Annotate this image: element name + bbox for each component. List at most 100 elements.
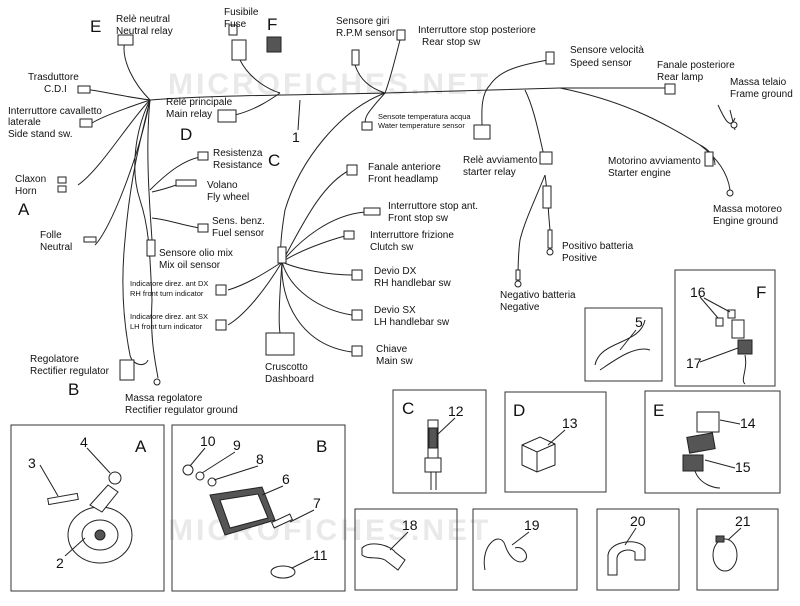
part-number-9: 9 <box>233 437 241 453</box>
letter-d-top: D <box>180 125 192 144</box>
label-interruttore-stop-ant: Interruttore stop ant. <box>388 201 478 212</box>
label-laterale: laterale <box>8 117 41 128</box>
part-number-7: 7 <box>313 495 321 511</box>
neutral-relay-connector-part <box>682 454 704 472</box>
detail-box-21: 21 <box>696 508 779 591</box>
label-rh-front-turn: RH front turn indicator <box>130 289 204 298</box>
label-clutch-sw: Clutch sw <box>370 242 414 253</box>
part-number-14: 14 <box>740 415 756 431</box>
label-ind-dx: Indicatore direz. ant DX <box>130 279 208 288</box>
label-sens-benz: Sens. benz. <box>212 216 265 227</box>
positive-terminal <box>546 248 554 256</box>
letter-a-top: A <box>18 200 30 219</box>
label-interruttore-cavalletto: Interruttore cavalletto <box>8 106 102 117</box>
label-fanale-posteriore: Fanale posteriore <box>657 60 735 71</box>
letter-b-top: B <box>68 380 79 399</box>
fuel-sensor-connector <box>197 223 209 233</box>
label-fly-wheel: Fly wheel <box>207 192 249 203</box>
flywheel-connector <box>175 179 197 187</box>
part-number-8: 8 <box>256 451 264 467</box>
label-rear-lamp: Rear lamp <box>657 72 704 83</box>
fuse-connector <box>231 39 247 61</box>
watermark-top: MICROFICHES.NET <box>168 68 491 101</box>
detail-box-f: F 16 17 <box>674 269 776 387</box>
letter-b-box: B <box>316 437 327 456</box>
part-number-19: 19 <box>524 517 540 533</box>
watermark-bottom: MICROFICHES.NET <box>168 514 491 547</box>
label-folle: Folle <box>40 230 62 241</box>
label-rpm-sensor: R.P.M sensor <box>336 28 396 39</box>
label-sensote-temp: Sensote temperatura acqua <box>378 112 471 121</box>
main-relay-part <box>521 436 556 473</box>
label-negative: Negative <box>500 302 540 313</box>
main-relay-connector <box>217 109 237 123</box>
front-headlamp-connector <box>346 164 358 176</box>
label-resistance: Resistance <box>213 160 263 171</box>
label-motorino-avviamento: Motorino avviamento <box>608 156 701 167</box>
letter-f-top: F <box>267 15 277 34</box>
neutral-relay-holder <box>686 432 716 454</box>
rear-stop-connector <box>396 29 406 41</box>
labels-top: E Relè neutral Neutral relay Fusibile Fu… <box>8 7 793 416</box>
rh-turn-connector <box>215 284 227 296</box>
label-cruscotto: Cruscotto <box>265 362 308 373</box>
label-fusibile: Fusibile <box>224 7 259 18</box>
part-number-18: 18 <box>402 517 418 533</box>
label-sensore-velocita: Sensore velocità <box>570 45 644 56</box>
neutral-relay-part <box>696 411 720 433</box>
label-main-relay: Main relay <box>166 109 212 120</box>
label-chiave: Chiave <box>376 344 408 355</box>
label-rele-principale: Relè principale <box>166 97 233 108</box>
regulator-ground-terminal <box>153 378 161 386</box>
part-number-20: 20 <box>630 513 646 529</box>
label-devio-sx: Devio SX <box>374 305 416 316</box>
label-positive: Positive <box>562 253 597 264</box>
lh-turn-connector <box>215 319 227 331</box>
label-engine-ground: Engine ground <box>713 216 778 227</box>
detail-box-d: D 13 <box>504 391 607 493</box>
label-interruttore-stop-post: Interruttore stop posteriore <box>418 25 536 36</box>
letter-f-box: F <box>756 283 766 302</box>
detail-box-19: 19 <box>472 508 578 591</box>
negative-cable <box>515 269 521 281</box>
label-trasduttore: Trasduttore <box>28 72 79 83</box>
horn-connector-1 <box>57 176 67 184</box>
part-number-17: 17 <box>686 355 702 371</box>
detail-box-e: E 14 15 <box>644 390 781 494</box>
regulator-connector <box>119 359 135 381</box>
label-speed-sensor: Speed sensor <box>570 58 632 69</box>
lh-handlebar-connector <box>351 309 363 321</box>
part-number-3: 3 <box>28 455 36 471</box>
label-front-headlamp: Front headlamp <box>368 174 438 185</box>
label-interruttore-frizione: Interruttore frizione <box>370 230 454 241</box>
label-frame-ground: Frame ground <box>730 89 793 100</box>
label-lh-handlebar: LH handlebar sw <box>374 317 450 328</box>
side-stand-connector <box>79 118 93 128</box>
regulator-bolt <box>271 513 293 529</box>
neutral-relay-connector <box>117 34 134 46</box>
label-starter-relay: starter relay <box>463 167 516 178</box>
negative-terminal <box>514 280 522 288</box>
dashboard-connector <box>265 332 295 356</box>
label-fuse: Fuse <box>224 19 247 30</box>
letter-d-box: D <box>513 401 525 420</box>
part-number-1: 1 <box>292 129 300 145</box>
part-number-21: 21 <box>735 513 751 529</box>
letter-c-top: C <box>268 151 280 170</box>
label-rectifier-regulator: Rectifier regulator <box>30 366 110 377</box>
label-rectifier-ground: Rectifier regulator ground <box>125 405 238 416</box>
horn-bolt <box>47 492 79 506</box>
part-number-6: 6 <box>282 471 290 487</box>
horn-nut <box>108 471 122 485</box>
label-negativo-batteria: Negativo batteria <box>500 290 576 301</box>
label-rh-handlebar: RH handlebar sw <box>374 278 451 289</box>
label-dashboard: Dashboard <box>265 374 314 385</box>
detail-box-20: 20 <box>596 508 680 591</box>
part-number-11: 11 <box>313 547 328 563</box>
oil-sensor-connector <box>146 239 156 257</box>
regulator-clip <box>270 565 296 579</box>
label-neutral-relay: Neutral relay <box>116 26 173 37</box>
label-claxon: Claxon <box>15 174 46 185</box>
